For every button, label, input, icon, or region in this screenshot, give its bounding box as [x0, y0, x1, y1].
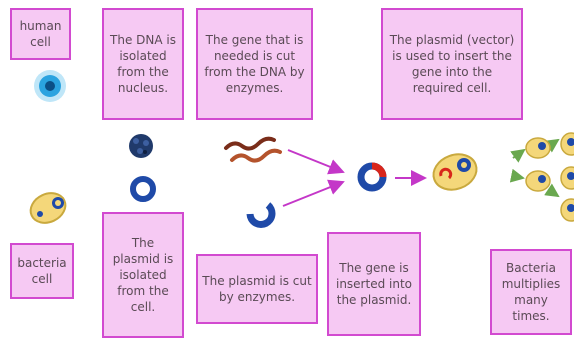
arrow-plasmid-to-recombinant	[282, 179, 345, 207]
bacteria-cell-icon	[29, 192, 67, 224]
cut-gene-strands-icon	[224, 136, 282, 163]
modified-bacteria-icon	[432, 153, 478, 191]
step-plasmid-vector: The plasmid (vector) is used to insert t…	[381, 8, 523, 120]
multiplying-bacteria-icon	[509, 132, 574, 222]
step-gene-cut: The gene that is needed is cut from the …	[196, 8, 313, 120]
step-plasmid-cut: The plasmid is cut by enzymes.	[196, 254, 318, 324]
step-plasmid-isolated: The plasmid is isolated from the cell.	[102, 212, 184, 338]
dna-ball-icon	[129, 134, 153, 158]
label-bacteria-cell: bacteria cell	[10, 243, 74, 299]
step-gene-inserted: The gene is inserted into the plasmid.	[327, 232, 421, 336]
step-dna-isolated: The DNA is isolated from the nucleus.	[102, 8, 184, 120]
plasmid-ring-icon	[130, 176, 156, 202]
cut-plasmid-icon	[246, 202, 276, 228]
recombinant-plasmid-icon	[357, 162, 387, 192]
step-bacteria-multiplies: Bacteria multiplies many times.	[490, 249, 572, 335]
arrow-gene-to-plasmid	[287, 149, 345, 175]
human-cell-icon	[34, 70, 66, 102]
label-human-cell: human cell	[10, 8, 71, 60]
